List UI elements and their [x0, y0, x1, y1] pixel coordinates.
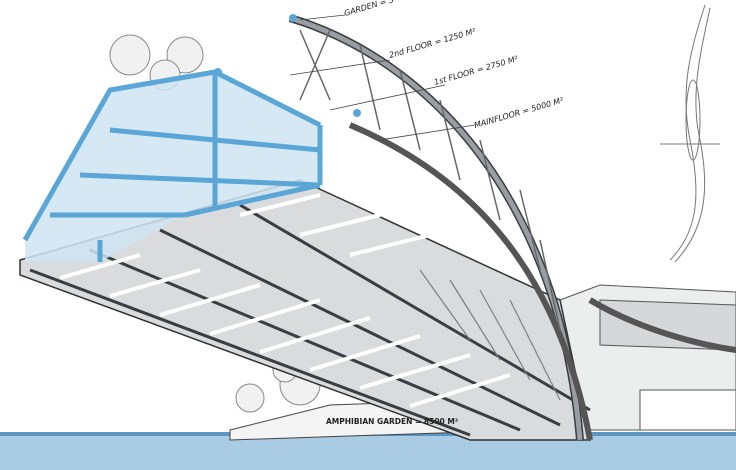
label-main-floor: MAINFLOOR = 5000 M²	[473, 96, 565, 130]
arch-truss	[288, 14, 736, 441]
label-garden: GARDEN = 3	[343, 0, 395, 18]
right-building	[559, 284, 736, 431]
site-plan-sketch	[660, 4, 720, 263]
label-first-floor: 1st FLOOR = 2750 M²	[433, 54, 520, 87]
glass-building	[22, 14, 361, 262]
trees	[109, 34, 321, 413]
label-second-floor: 2nd FLOOR = 1250 M²	[388, 26, 477, 60]
label-amphibian-garden: AMPHIBIAN GARDEN = 8500 M²	[326, 417, 458, 426]
water	[0, 432, 736, 470]
